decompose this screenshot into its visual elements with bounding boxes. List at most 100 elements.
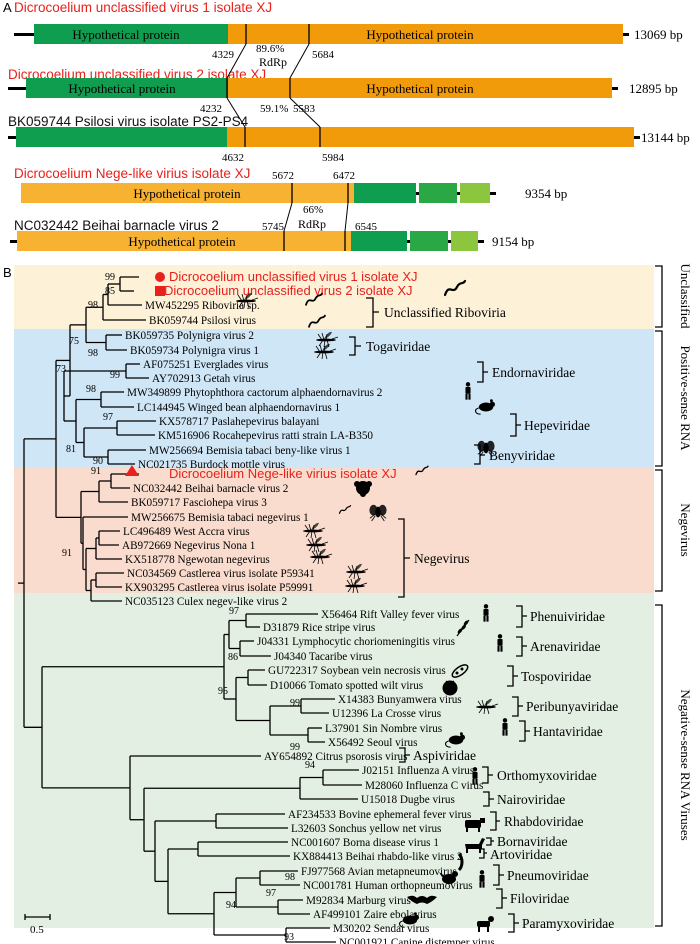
orf-segment: [17, 231, 351, 251]
family-label: Arenaviridae: [530, 639, 600, 654]
orf-segment: [21, 183, 354, 203]
bootstrap-value: 98: [285, 872, 295, 883]
taxon-label: KX518778 Ngewotan negevirus: [125, 554, 270, 566]
bootstrap-value: 97: [266, 888, 276, 899]
family-label: Filoviridae: [510, 891, 569, 906]
segment-label: Hypothetical protein: [68, 81, 176, 96]
bootstrap-labels: 9985987598739998978190919197869599999498…: [56, 272, 315, 943]
bootstrap-value: 94: [226, 900, 236, 911]
bootstrap-value: 94: [305, 760, 315, 771]
taxon-label: J04331 Lymphocytic choriomeningitis viru…: [257, 636, 455, 648]
orf-segment: [419, 183, 457, 203]
taxon-label: LC144945 Winged bean alphaendornavirus 1: [137, 402, 340, 414]
orf-segment: [410, 231, 448, 251]
genome-length: 13069 bp: [634, 27, 683, 42]
taxon-label: MW349899 Phytophthora cactorum alphaendo…: [127, 387, 382, 399]
segment-label: Hypothetical protein: [133, 186, 241, 201]
cattle-icon: [465, 818, 485, 832]
orf-segment: [228, 78, 612, 98]
circle-marker: [155, 272, 165, 282]
panel-a-label: A: [3, 0, 12, 15]
taxon-label: BK059734 Polynigra virus 1: [130, 345, 259, 357]
taxon-label: NC001921 Canine distemper virus: [339, 937, 495, 944]
bootstrap-value: 91: [62, 548, 72, 559]
identity-label: 59.1%: [260, 103, 288, 115]
bootstrap-value: 91: [91, 466, 101, 477]
bootstrap-value: 95: [218, 686, 228, 697]
taxon-label: KX903295 Castlerea virus isolate P59991: [125, 582, 313, 594]
family-label: Phenuiviridae: [530, 609, 605, 624]
bootstrap-value: 98: [86, 384, 96, 395]
group-label: Unclassified: [678, 264, 693, 329]
family-label: Unclassified Riboviria: [384, 305, 506, 320]
bootstrap-value: 73: [56, 364, 66, 375]
group-label: Negative-sense RNA Viruses: [678, 689, 693, 840]
bootstrap-value: 93: [284, 932, 294, 943]
bootstrap-value: 81: [66, 444, 76, 455]
triangle-marker: [125, 465, 139, 476]
taxon-label: U15018 Dugbe virus: [361, 794, 455, 806]
genome-length: 9354 bp: [525, 186, 567, 201]
shrimp-icon: [457, 852, 464, 872]
taxon-label: AY654892 Citrus psorosis virus: [264, 751, 408, 763]
taxon-label: AF075251 Everglades virus: [143, 359, 268, 371]
identity-label: 89.6%: [256, 43, 284, 55]
dog-icon: [477, 916, 494, 932]
barnacle-icon: [354, 481, 372, 497]
family-label: Tospoviridae: [521, 669, 591, 684]
horse-icon: [465, 838, 485, 853]
panel-b-label: B: [3, 265, 12, 280]
bootstrap-value: 99: [110, 370, 120, 381]
taxon-label: L37901 Sin Nombre virus: [325, 723, 442, 735]
bootstrap-value: 99: [290, 698, 300, 709]
family-label: Artoviridae: [490, 847, 552, 862]
bootstrap-value: 98: [88, 300, 98, 311]
taxon-label: MW256694 Bemisia tabaci beny-like virus …: [149, 445, 351, 457]
taxon-label: M30202 Sendai virus: [333, 923, 429, 935]
taxon-label: NC034569 Castlerea virus isolate P59341: [127, 568, 315, 580]
taxon-label: X14383 Bunyamwera virus: [338, 694, 462, 706]
scale-label: 0.5: [30, 924, 44, 936]
orf-segment: [451, 231, 478, 251]
taxon-label: NC001781 Human orthopneumovirus: [303, 880, 473, 892]
bat-icon: [407, 895, 437, 904]
family-label: Nairoviridae: [497, 792, 565, 807]
unclassified-shade: [14, 265, 654, 329]
taxon-label: U12396 La Crosse virus: [332, 708, 441, 720]
taxon-label: FJ977568 Avian metapneumovirus: [301, 866, 457, 878]
bootstrap-value: 85: [105, 286, 115, 297]
chicken-icon: [439, 871, 458, 884]
negative-sense-shade: [14, 593, 654, 928]
taxon-label: AF234533 Bovine ephemeral fever virus: [288, 809, 471, 821]
taxon-label: Dicrocoelium unclassified virus 1 isolat…: [169, 269, 418, 284]
taxon-label: Dicrocoelium Nege-like virius isolate XJ: [169, 466, 397, 481]
position-label: 5672: [272, 170, 294, 182]
family-label: Benyviridae: [489, 448, 555, 463]
position-label: 5984: [322, 152, 345, 164]
taxon-label: KM516906 Rocahepevirus ratti strain LA-B…: [158, 430, 373, 442]
family-label: Peribunyaviridae: [526, 699, 618, 714]
square-marker: [155, 286, 165, 296]
bootstrap-value: 75: [69, 336, 79, 347]
bootstrap-value: 99: [105, 272, 115, 283]
taxon-label: BK059735 Polynigra virus 2: [125, 330, 254, 342]
segment-label: Hypothetical protein: [366, 27, 474, 42]
bootstrap-value: 86: [228, 652, 238, 663]
taxon-label: X56464 Rift Valley fever virus: [321, 609, 459, 621]
orf-segment: [34, 24, 228, 44]
family-label: Paramyxoviridae: [522, 916, 614, 931]
taxon-label: BK059744 Psilosi virus: [149, 315, 256, 327]
taxon-label: M28060 Influenza C virus: [365, 780, 483, 792]
orf-segment: [351, 231, 407, 251]
taxon-label: AY702913 Getah virus: [152, 373, 255, 385]
group-label: Negevirus: [678, 503, 693, 556]
taxon-label: J02151 Influenza A virus: [362, 765, 474, 777]
utr-line: [623, 33, 629, 36]
bootstrap-value: 90: [93, 456, 103, 467]
wheat-icon: [456, 619, 470, 637]
taxon-label: X56492 Seoul virus: [328, 737, 418, 749]
genome-name: Dicrocoelium Nege-like virius isolate XJ: [14, 166, 250, 181]
rdrp-label: RdRp: [259, 55, 287, 69]
family-label: Togaviridae: [366, 339, 430, 354]
taxon-label: MW256675 Bemisia tabaci negevirus 1: [131, 512, 309, 524]
